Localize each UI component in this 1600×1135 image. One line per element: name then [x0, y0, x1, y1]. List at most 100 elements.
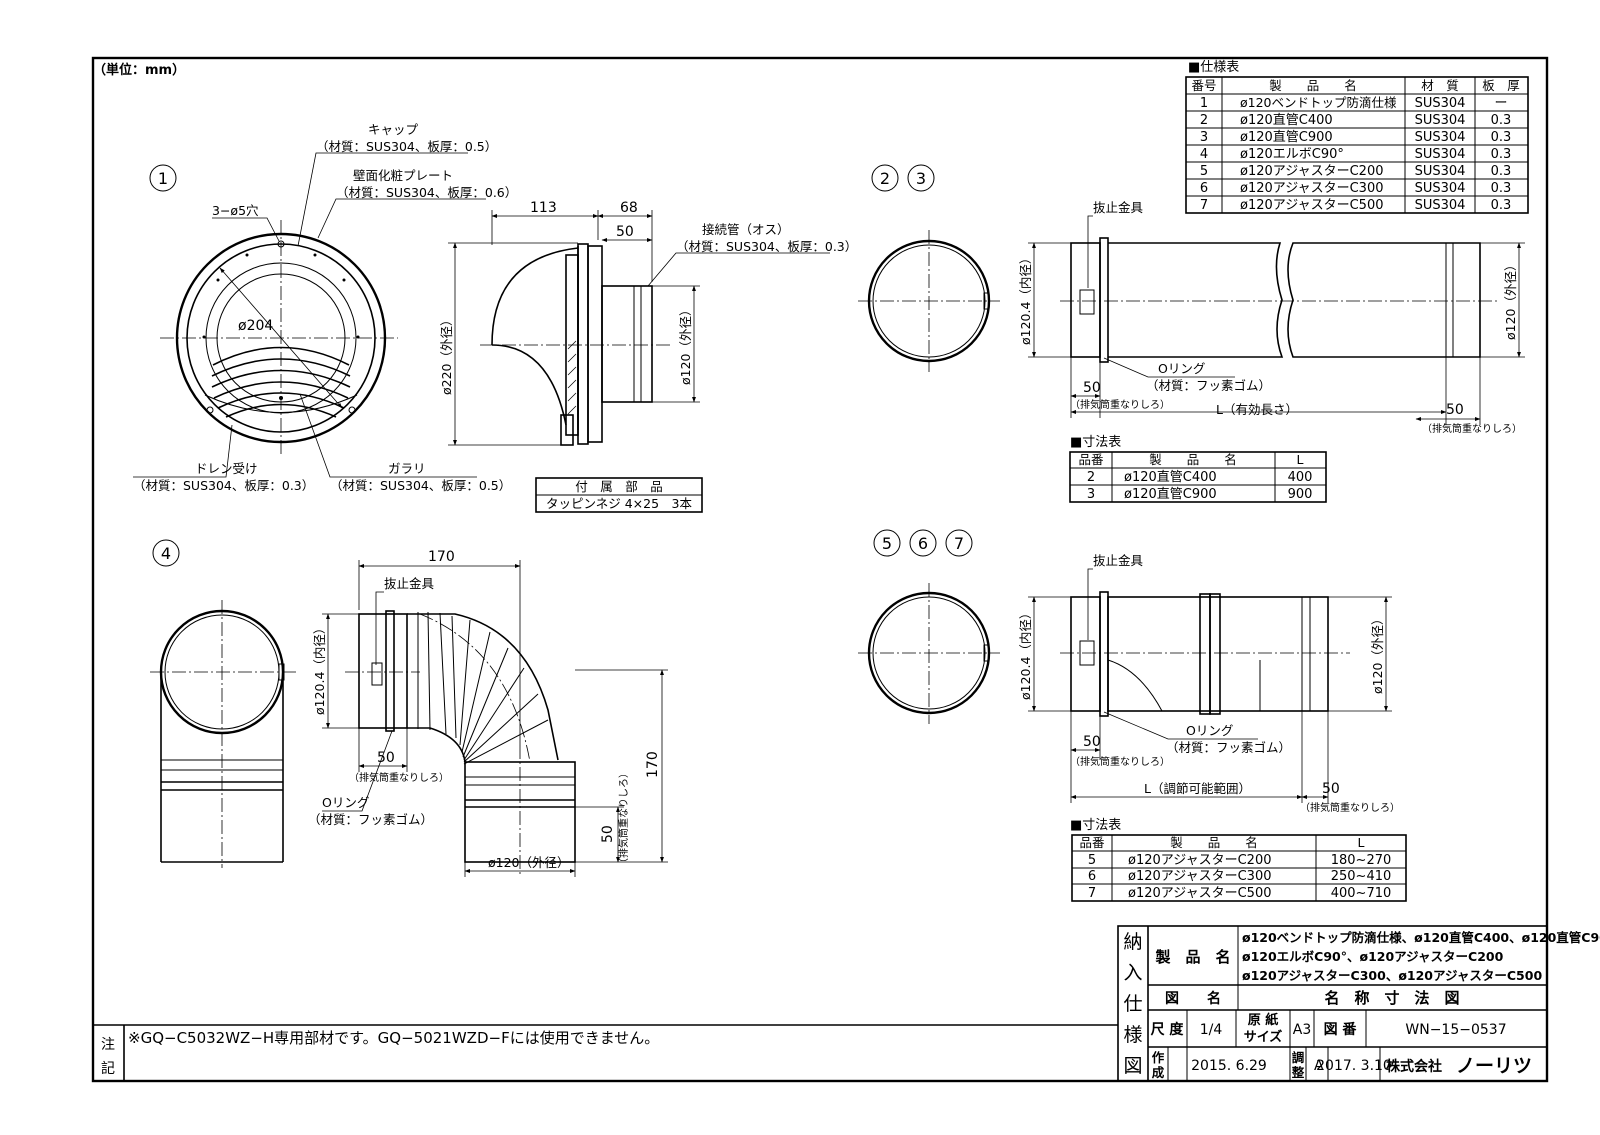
- dim-50-567a: 50: [1083, 734, 1101, 750]
- title-side-char: 様: [1123, 1024, 1142, 1046]
- dim-table-23-cell: ø120直管C900: [1124, 487, 1217, 502]
- notes-label: 記: [101, 1060, 115, 1077]
- spec-table-cell: ø120ベンドトップ防滴仕様: [1240, 95, 1397, 110]
- title-scale-label: 尺 度: [1151, 1021, 1185, 1038]
- label-overlap-4: （排気筒重なりしろ）: [349, 771, 449, 784]
- title-drawing-name: 名 称 寸 法 図: [1324, 989, 1459, 1007]
- dim-table-567-header: L: [1358, 835, 1365, 850]
- label-overlap-567a: （排気筒重なりしろ）: [1070, 755, 1170, 768]
- spec-table-cell: 0.3: [1491, 147, 1512, 162]
- label-drain: ドレン受け: [195, 461, 258, 476]
- label-plate: 壁面化粧プレート: [353, 168, 453, 183]
- dim-table-567-cell: 5: [1088, 853, 1096, 868]
- title-made-label: 成: [1152, 1065, 1165, 1080]
- dim-table-567: ■寸法表 品番 製 品 名 L 5 ø120アジャスターC200 180~270…: [1070, 818, 1407, 902]
- dim-table-567-cell: 400~710: [1331, 886, 1392, 901]
- spec-table-cell: 5: [1200, 164, 1208, 179]
- accessory-header: 付 属 部 品: [575, 479, 663, 494]
- dim-table-23-header: 品番: [1078, 452, 1104, 467]
- spec-table-cell: 4: [1200, 147, 1208, 162]
- circle-number-2: 2: [880, 169, 890, 188]
- spec-table-header: 材 質: [1421, 78, 1459, 93]
- title-rev-label: 調: [1292, 1050, 1305, 1065]
- title-rev-date: 2017. 3.10: [1316, 1058, 1392, 1074]
- spec-table-cell: 2: [1200, 113, 1208, 128]
- dim-inner-567: ø120.4（内径）: [1018, 607, 1033, 700]
- label-connector-material: （材質：SUS304、板厚：0.3）: [676, 239, 857, 254]
- label-plate-material: （材質：SUS304、板厚：0.6）: [336, 185, 517, 200]
- spec-table-cell: SUS304: [1415, 147, 1466, 162]
- label-cap: キャップ: [368, 122, 419, 137]
- circle-number-1: 1: [158, 169, 168, 188]
- dim-table-23-cell: 900: [1288, 487, 1313, 502]
- title-scale: 1/4: [1200, 1022, 1223, 1038]
- label-oring-material-567: （材質：フッ素ゴム）: [1166, 740, 1291, 755]
- spec-table-title: ■仕様表: [1188, 60, 1239, 75]
- dim-length-23: L（有効長さ）: [1216, 402, 1298, 417]
- label-oring-567: Oリング: [1186, 723, 1233, 738]
- dim-table-23-title: ■寸法表: [1070, 435, 1121, 450]
- dim-table-567-cell: 7: [1088, 886, 1096, 901]
- spec-table-cell: SUS304: [1415, 181, 1466, 196]
- spec-table-header: 番号: [1191, 78, 1216, 93]
- dim-68: 68: [620, 200, 638, 216]
- title-product-label: 製 品 名: [1154, 948, 1230, 966]
- dim-table-567-header: 製 品 名: [1170, 835, 1258, 850]
- dim-table-23-header: 製 品 名: [1149, 452, 1237, 467]
- dim-table-23-cell: 400: [1288, 470, 1313, 485]
- company-name: 株式会社: [1386, 1058, 1442, 1075]
- label-oring-23: Oリング: [1158, 361, 1205, 376]
- spec-table-cell: SUS304: [1415, 130, 1466, 145]
- spec-table-header: 板 厚: [1482, 78, 1520, 93]
- dim-dia204: ø204: [238, 318, 273, 334]
- dim-table-567-cell: 180~270: [1331, 853, 1392, 868]
- label-stopper-567: 抜止金具: [1093, 553, 1144, 568]
- label-holes: 3−ø5穴: [212, 203, 259, 218]
- dim-50-23a: 50: [1083, 380, 1101, 396]
- label-overlap-23b: （排気筒重なりしろ）: [1422, 422, 1522, 435]
- dim-dia220: ø220（外径）: [439, 313, 454, 395]
- label-oring-material-4: （材質：フッ素ゴム）: [308, 812, 433, 827]
- dim-50-vertical: 50: [600, 825, 616, 843]
- dim-table-567-cell: ø120アジャスターC200: [1128, 853, 1272, 868]
- label-louver: ガラリ: [388, 461, 426, 476]
- title-paper: A3: [1293, 1022, 1311, 1038]
- title-number-label: 図 番: [1324, 1021, 1358, 1038]
- label-overlap-23a: （排気筒重なりしろ）: [1070, 398, 1170, 411]
- spec-table-header: 製 品 名: [1269, 78, 1357, 93]
- title-product-line: ø120エルボC90°、ø120アジャスターC200: [1242, 949, 1504, 964]
- spec-table-cell: 3: [1200, 130, 1208, 145]
- notes: 注 記 ※GQ−C5032WZ−H専用部材です。GQ−5021WZD−Fには使用…: [93, 1024, 1118, 1081]
- spec-table-cell: SUS304: [1415, 164, 1466, 179]
- circle-number-3: 3: [916, 169, 926, 188]
- title-side-char: 図: [1123, 1055, 1142, 1077]
- spec-table-cell: 0.3: [1491, 113, 1512, 128]
- title-side-char: 入: [1123, 962, 1142, 984]
- dim-table-567-header: 品番: [1079, 835, 1105, 850]
- circle-number-7: 7: [954, 534, 964, 553]
- company-logo-text: ノーリツ: [1456, 1055, 1532, 1077]
- title-number: WN−15−0537: [1405, 1022, 1506, 1038]
- spec-table-cell: ø120直管C900: [1240, 130, 1333, 145]
- title-paper-label: 原 紙: [1248, 1012, 1279, 1028]
- part-1-front-view: 1 ø204 キャップ （材質：SUS304、板厚：0.5） 壁面化粧プレート …: [133, 122, 517, 493]
- dim-50-23b: 50: [1446, 402, 1464, 418]
- circle-label-1: [149, 164, 177, 192]
- label-oring-material-23: （材質：フッ素ゴム）: [1146, 378, 1271, 393]
- dim-dia120-side: ø120（外径）: [678, 303, 693, 385]
- dim-50-4: 50: [377, 750, 395, 766]
- label-louver-material: （材質：SUS304、板厚：0.5）: [330, 478, 511, 493]
- screw-hole: [206, 406, 214, 414]
- dim-inner-4: ø120.4（内径）: [312, 622, 327, 715]
- dim-170-horizontal: 170: [428, 549, 455, 565]
- part-4-views: 4 17: [150, 539, 668, 877]
- title-product-line: ø120ベンドトップ防滴仕様、ø120直管C400、ø120直管C900: [1242, 930, 1600, 945]
- dim-50-side: 50: [616, 224, 634, 240]
- dim-table-567-cell: ø120アジャスターC300: [1128, 869, 1272, 884]
- dim-50-567b: 50: [1322, 781, 1340, 797]
- title-drawing-label: 図 名: [1165, 990, 1221, 1007]
- notes-text: ※GQ−C5032WZ−H専用部材です。GQ−5021WZD−Fには使用できませ…: [128, 1029, 659, 1047]
- spec-table-cell: SUS304: [1415, 96, 1466, 111]
- title-paper-label: サイズ: [1244, 1029, 1283, 1045]
- label-cap-material: （材質：SUS304、板厚：0.5）: [316, 139, 497, 154]
